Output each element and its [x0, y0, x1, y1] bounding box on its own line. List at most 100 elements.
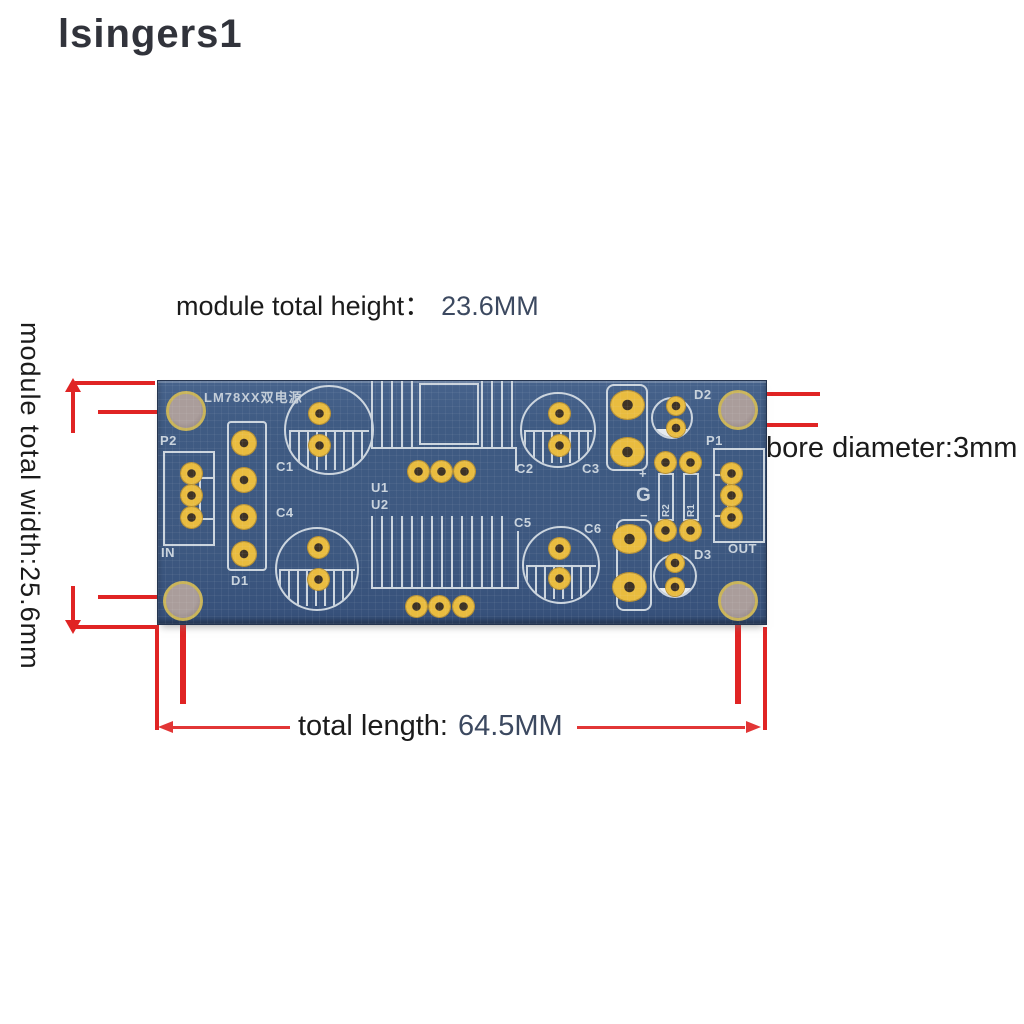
- mounting-hole-top-left: [166, 391, 206, 431]
- label-u1: U1: [371, 480, 389, 495]
- pad: [549, 568, 570, 589]
- heatsink-u2-baseline: [371, 587, 519, 589]
- pad: [549, 435, 570, 456]
- label-minus: −: [640, 508, 649, 523]
- pad: [309, 403, 330, 424]
- width-dim-up-arrow-shaft: [71, 389, 75, 433]
- label-c4: C4: [276, 505, 294, 520]
- length-value: 64.5MM: [457, 710, 563, 742]
- capacitor-c1-outline: [284, 385, 374, 475]
- label-g: G: [636, 485, 652, 506]
- bore-dim-bottom-line: [736, 423, 818, 427]
- label-d2: D2: [694, 387, 712, 402]
- label-c3: C3: [582, 461, 600, 476]
- pad: [232, 431, 256, 455]
- label-p2: P2: [160, 433, 177, 448]
- pad: [453, 596, 474, 617]
- heatsink-u1-fins-right: [481, 381, 517, 449]
- d1-outline: [227, 421, 267, 571]
- pad: [613, 525, 646, 553]
- pad: [667, 419, 685, 437]
- pad: [232, 542, 256, 566]
- c3-outline: [606, 384, 648, 471]
- pad: [181, 507, 202, 528]
- silkscreen-title: LM78XX双电源: [204, 390, 303, 405]
- pad: [721, 463, 742, 484]
- heatsink-u1-fins-left: [371, 381, 417, 449]
- pad: [655, 452, 676, 473]
- label-c6: C6: [584, 521, 602, 536]
- label-r1: R1: [686, 504, 697, 517]
- label-d3: D3: [694, 547, 712, 562]
- pad: [680, 520, 701, 541]
- heatsink-u1-lead-line: [515, 447, 517, 471]
- heatsink-u1-body: [419, 383, 479, 445]
- label-plus: +: [639, 466, 648, 481]
- width-dim-down-arrowhead: [65, 620, 81, 634]
- pad: [308, 537, 329, 558]
- length-dim-left-extension-line: [155, 627, 159, 730]
- pad: [613, 573, 646, 601]
- heatsink-u2-lead-line: [517, 531, 519, 589]
- label-p1: P1: [706, 433, 723, 448]
- pad: [181, 463, 202, 484]
- height-annotation: module total height： 23.6MM: [176, 284, 539, 323]
- right-hole-drop-line: [735, 601, 741, 704]
- pad: [549, 403, 570, 424]
- pad: [666, 578, 684, 596]
- pad: [232, 505, 256, 529]
- pad: [721, 507, 742, 528]
- pad: [680, 452, 701, 473]
- pad: [181, 485, 202, 506]
- width-dim-up-arrowhead: [65, 378, 81, 392]
- heatsink-u2-fins: [371, 516, 511, 589]
- width-annotation: module total width:25.6mm: [15, 322, 45, 670]
- watermark: lsingers1: [58, 12, 243, 56]
- width-dim-bottom-extension-line: [75, 625, 159, 629]
- pad: [611, 438, 644, 466]
- bottom-left-hole-pointer-line: [98, 595, 182, 599]
- top-left-hole-pointer-line: [98, 410, 186, 414]
- label-c2: C2: [516, 461, 534, 476]
- heatsink-u1-baseline: [371, 447, 517, 449]
- pad: [454, 461, 475, 482]
- height-value: 23.6MM: [441, 291, 539, 321]
- c6-outline: [616, 519, 652, 611]
- length-dim-left-arrowhead: [158, 721, 173, 733]
- width-dim-top-extension-line: [75, 381, 155, 385]
- label-c1: C1: [276, 459, 294, 474]
- length-dim-right-arrowhead: [746, 721, 761, 733]
- pad: [655, 520, 676, 541]
- length-annotation: total length: 64.5MM: [298, 710, 563, 743]
- mounting-hole-bottom-left: [163, 581, 203, 621]
- label-d1: D1: [231, 573, 249, 588]
- label-u2: U2: [371, 497, 389, 512]
- pad: [406, 596, 427, 617]
- pad: [429, 596, 450, 617]
- height-label: module total height：: [176, 291, 432, 321]
- width-dim-down-arrow-shaft: [71, 586, 75, 622]
- mounting-hole-bottom-right: [718, 581, 758, 621]
- pad: [666, 554, 684, 572]
- pad: [667, 397, 685, 415]
- pad: [308, 569, 329, 590]
- pcb-board: LM78XX双电源: [157, 380, 767, 625]
- mounting-hole-top-right: [718, 390, 758, 430]
- pad: [611, 391, 644, 419]
- bore-annotation: bore diameter:3mm: [766, 432, 1018, 464]
- label-out: OUT: [728, 541, 757, 556]
- pad: [549, 538, 570, 559]
- label-r2: R2: [661, 504, 672, 517]
- length-dim-line-left: [170, 726, 290, 729]
- pad: [431, 461, 452, 482]
- label-c5: C5: [514, 515, 532, 530]
- length-label: total length:: [298, 710, 448, 742]
- length-dim-line-right: [577, 726, 745, 729]
- bore-dim-top-line: [738, 392, 820, 396]
- label-in: IN: [161, 545, 175, 560]
- pad: [721, 485, 742, 506]
- pad: [309, 435, 330, 456]
- pad: [408, 461, 429, 482]
- left-hole-drop-line: [180, 601, 186, 704]
